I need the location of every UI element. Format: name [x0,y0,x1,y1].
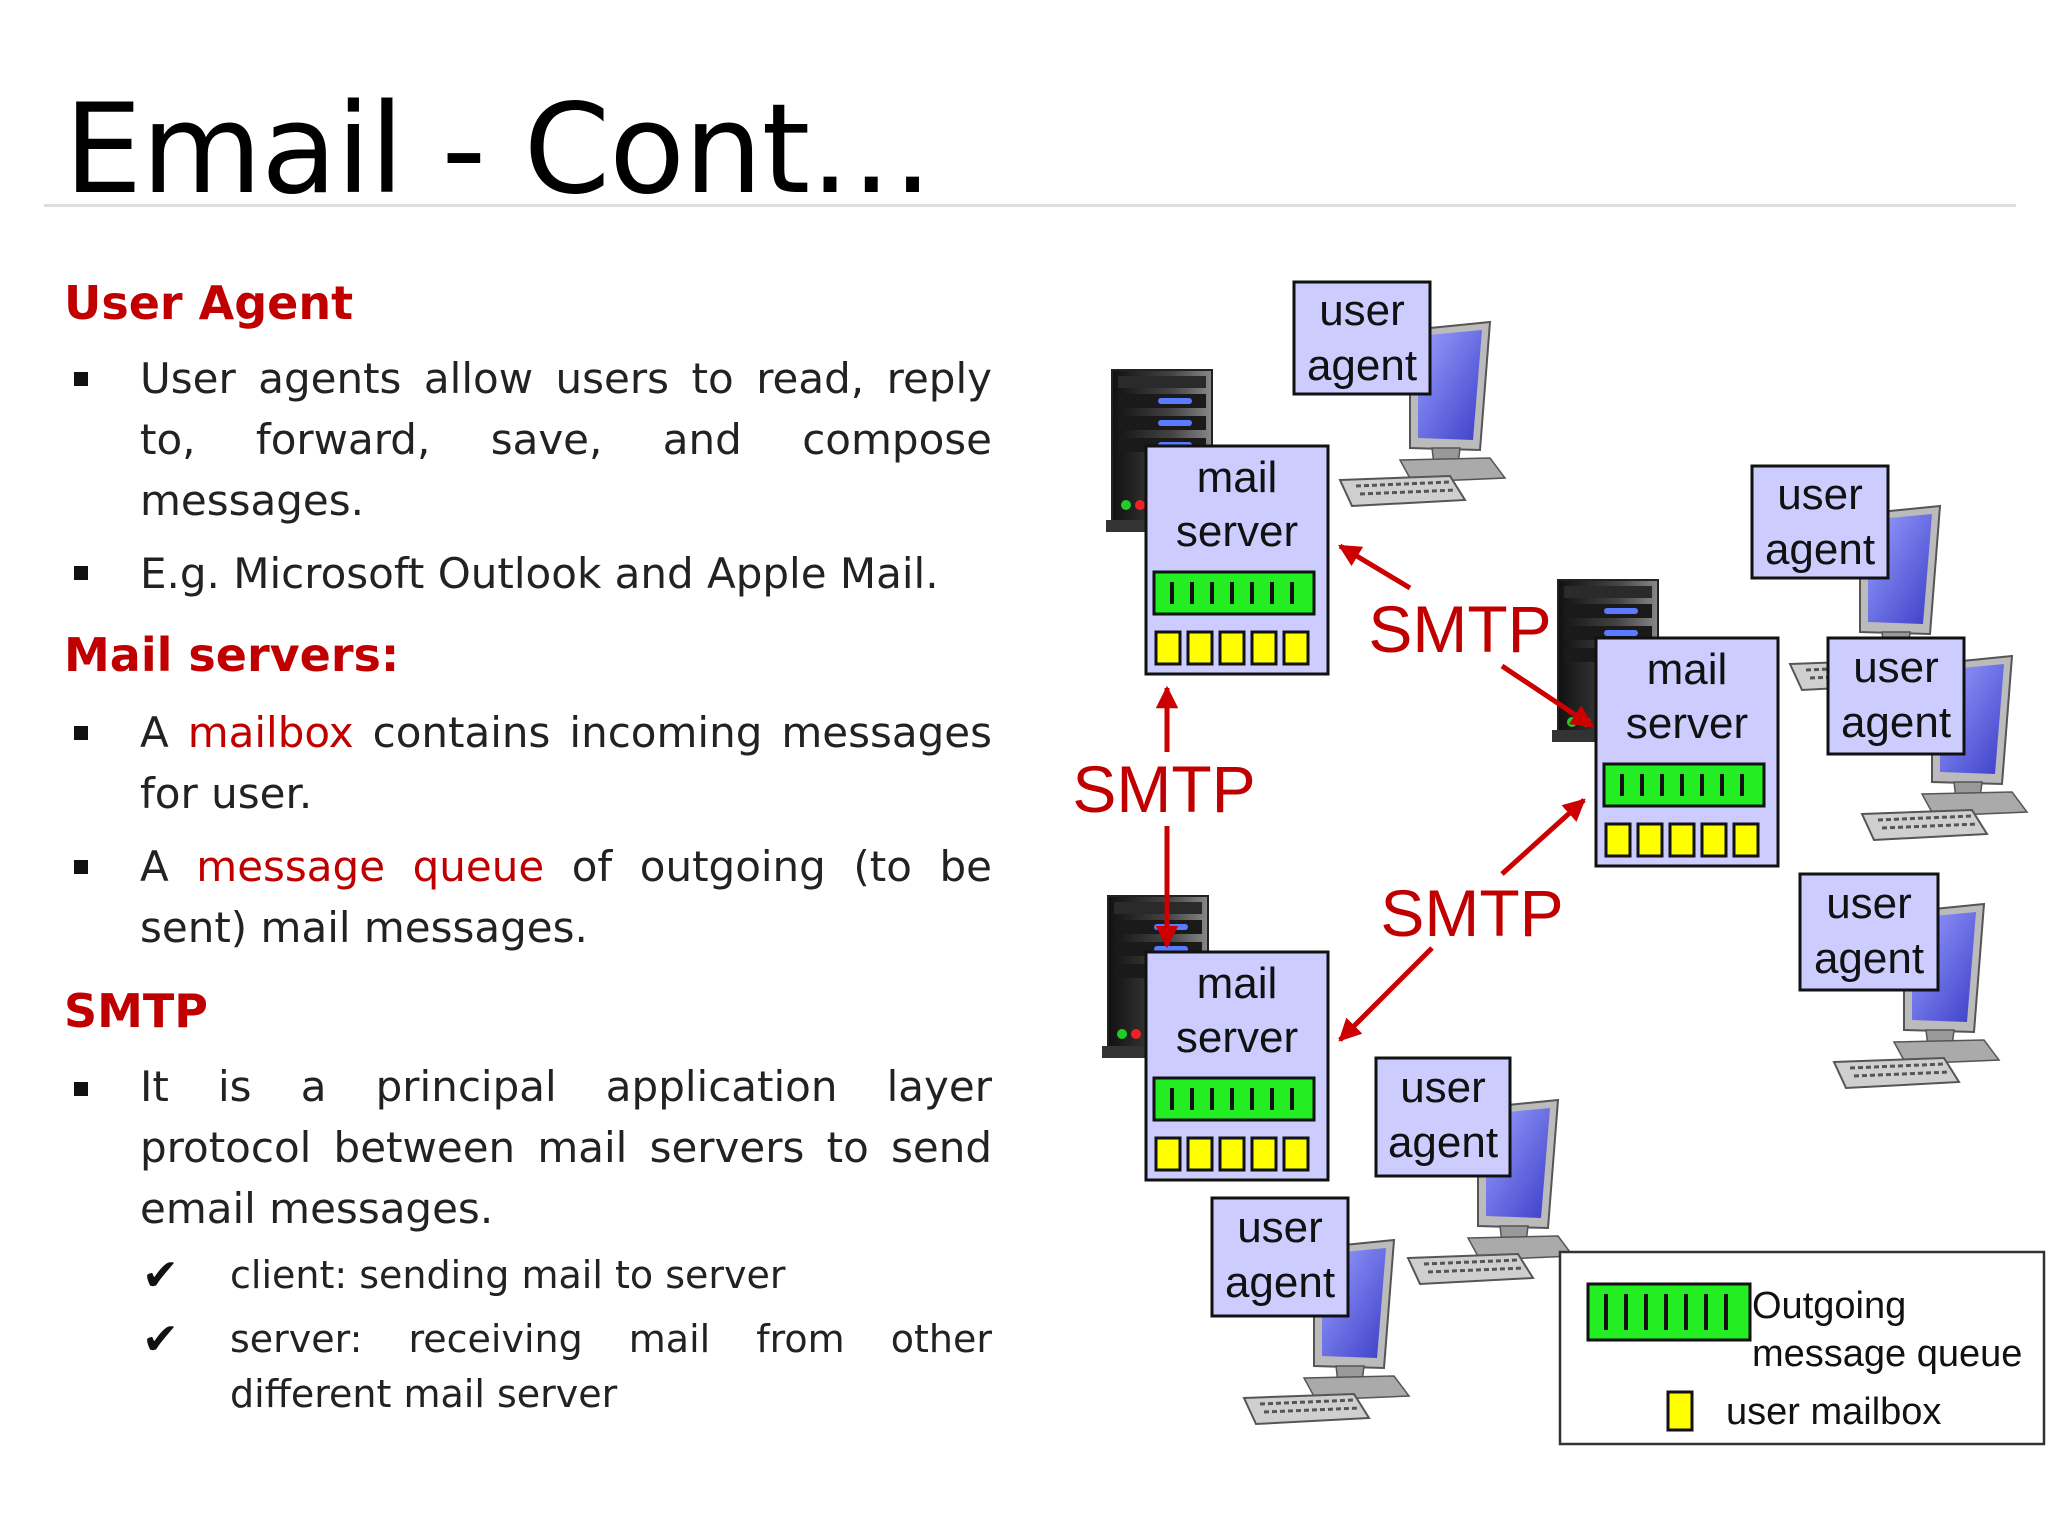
mail-server-label: server [1626,699,1748,748]
smtp-arrow [1500,798,1586,876]
bullet-message-queue: A message queue of outgoing (to be sent)… [140,836,992,958]
highlight-mailbox: mailbox [187,708,354,757]
user-mailboxes [1154,630,1310,666]
bullet-text: contains incoming messages for user. [140,708,992,818]
smtp-arrow [1338,946,1434,1042]
bullet-user-agent-desc: User agents allow users to read, reply t… [140,354,992,525]
sub-bullet-client: client: sending mail to server [230,1253,786,1297]
legend-queue-swatch [1586,1282,1752,1342]
mail-server-label: mail [1647,645,1728,694]
legend-queue-label: Outgoing [1752,1285,1906,1327]
user-mailboxes [1154,1136,1310,1172]
user-agent-label: agent [1307,341,1417,390]
mail-server-box: mail server [1594,636,1780,868]
smtp-arrows [1155,543,1594,1042]
heading-smtp: SMTP [64,984,208,1038]
user-agent-label: user [1319,286,1405,335]
bullet-marker [74,726,88,740]
mail-server-box: mail server [1144,950,1330,1182]
user-agent-box: user agent [1374,1056,1512,1178]
bullet-text: A [140,842,197,891]
user-mailboxes [1604,822,1760,858]
user-agent-label: user [1777,470,1863,519]
mail-server-label: mail [1197,959,1278,1008]
smtp-arrow [1338,543,1412,591]
user-agent-label: agent [1225,1258,1335,1307]
bullet-user-agent-example: E.g. Microsoft Outlook and Apple Mail. [140,549,939,598]
check-icon: ✔ [142,1250,179,1301]
user-agent-box: user agent [1210,1196,1350,1318]
bullet-marker [74,860,88,874]
mail-server-label: mail [1197,453,1278,502]
user-agent-box: user agent [1292,280,1432,396]
user-agent-label: user [1400,1063,1486,1112]
user-agent-label: agent [1841,698,1951,747]
user-agent-label: user [1853,643,1939,692]
smtp-label: SMTP [1072,752,1255,826]
title-divider [44,204,2016,207]
mail-server-label: server [1176,1013,1298,1062]
user-agent-label: user [1237,1203,1323,1252]
sub-bullet-server: server: receiving mail from other differ… [230,1317,992,1416]
user-agent-box: user agent [1750,464,1890,580]
bullet-text: A [140,708,188,757]
bullet-smtp-desc: It is a principal application layer prot… [140,1062,992,1233]
legend-mailbox-label: user mailbox [1726,1391,1941,1433]
check-icon: ✔ [142,1314,179,1365]
legend-mailbox-swatch [1666,1390,1694,1432]
legend-queue-label: message queue [1752,1333,2022,1375]
mail-server-box: mail server [1144,444,1330,676]
heading-mail-servers: Mail servers: [64,628,400,682]
heading-user-agent: User Agent [64,276,354,330]
bullet-text: of outgoing (to be sent) mail messages. [140,842,992,952]
smtp-label: SMTP [1380,876,1563,950]
smtp-label: SMTP [1368,592,1551,666]
user-agent-box: user agent [1798,872,1940,992]
user-agent-label: user [1826,879,1912,928]
legend: Outgoing message queue user mailbox [1558,1250,2046,1446]
bullet-mailbox: A mailbox contains incoming messages for… [140,702,992,824]
mail-server-label: server [1176,507,1298,556]
user-agent-label: agent [1388,1118,1498,1167]
bullet-marker [74,1082,88,1096]
slide-title: Email - Cont… [64,78,933,222]
bullet-marker [74,566,88,580]
text-column: User Agent User agents allow users to re… [0,0,1010,1536]
bullet-marker [74,372,88,386]
highlight-message-queue: message queue [196,842,545,891]
user-agent-label: agent [1765,525,1875,574]
smtp-arrow [1500,663,1594,729]
user-agent-box: user agent [1826,636,1966,756]
user-agent-label: agent [1814,934,1924,983]
